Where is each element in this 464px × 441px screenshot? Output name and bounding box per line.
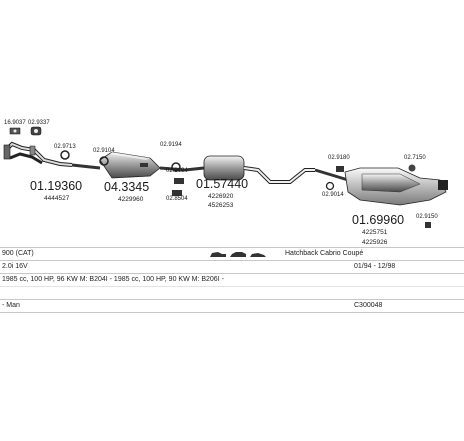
hanger-02-9180-drawing — [336, 166, 344, 172]
middle-silencer-drawing — [159, 155, 315, 184]
clamp-code-label: 02.9713 — [54, 144, 76, 150]
model-row: 900 (CAT) Hatchback Cabrio Coupé — [0, 247, 464, 260]
clamp-code-label: 02.9014 — [322, 192, 344, 198]
clamp-code-label: 02.8504 — [166, 196, 188, 202]
catalyst-oem: 4229960 — [118, 196, 144, 203]
gasket-02-9337-drawing — [30, 126, 42, 136]
hanger-02-8504-drawing — [172, 190, 182, 196]
body-types: Hatchback Cabrio Coupé — [285, 250, 364, 257]
clamp-code-label: 02.9180 — [328, 155, 350, 161]
clamp-code-label: 16.9037 — [4, 120, 26, 126]
clamp-code-label: 02.9337 — [28, 120, 50, 126]
catalyst-code: 04.3345 — [104, 180, 149, 194]
clamp-code-label: 02.9104 — [93, 148, 115, 154]
rear-silencer-drawing — [314, 167, 448, 206]
clamp-code-label: 02.9150 — [416, 214, 438, 220]
middle-silencer-oem: 4526253 — [208, 202, 234, 209]
catalyst-drawing — [71, 151, 161, 179]
clamp-02-9104-drawing — [99, 156, 109, 166]
rear-silencer-oem: 4225926 — [362, 239, 388, 246]
front-pipe-oem: 4444527 — [44, 195, 70, 202]
hanger-02-7150-drawing — [408, 164, 416, 172]
gearbox-type: - Man — [2, 302, 20, 309]
clamp-code-label: 02.7150 — [404, 155, 426, 161]
engine-spec: 1985 cc, 100 HP, 96 KW M: B204I - 1985 c… — [2, 276, 224, 283]
clamp-02-9014-drawing — [325, 181, 335, 191]
front-pipe-drawing — [3, 141, 73, 167]
gearbox-row: - Man C300048 — [0, 299, 464, 313]
clamp-02-9194-drawing — [171, 162, 181, 172]
middle-silencer-code: 01.57440 — [196, 177, 248, 191]
middle-silencer-oem: 4226920 — [208, 193, 234, 200]
catalog-code: C300048 — [354, 302, 383, 309]
gasket-16-9037-drawing — [9, 127, 21, 135]
production-years: 01/94 - 12/98 — [354, 263, 396, 270]
exhaust-system-diagram: 16.9037 02.9337 02.9713 01.19360 4444527… — [3, 120, 448, 246]
clamp-code-label: 02.9194 — [160, 142, 182, 148]
clamp-code-label: 02.8184 — [166, 168, 188, 174]
engine-desc: 2.0i 16V — [2, 263, 28, 270]
clamp-02-9713-drawing — [60, 150, 70, 160]
spec-row: 1985 cc, 100 HP, 96 KW M: B204I - 1985 c… — [0, 273, 464, 286]
engine-row: 2.0i 16V 01/94 - 12/98 — [0, 260, 464, 273]
empty-row — [0, 286, 464, 299]
rear-silencer-oem: 4225751 — [362, 229, 388, 236]
vehicle-info-table: 900 (CAT) Hatchback Cabrio Coupé 2.0i 16… — [0, 247, 464, 313]
clamp-02-9150-drawing — [425, 222, 431, 228]
car-silhouettes-icon — [208, 249, 268, 259]
front-pipe-code: 01.19360 — [30, 179, 82, 193]
model-name: 900 (CAT) — [2, 250, 34, 257]
hanger-02-8184-drawing — [174, 178, 184, 184]
rear-silencer-code: 01.69960 — [352, 213, 404, 227]
